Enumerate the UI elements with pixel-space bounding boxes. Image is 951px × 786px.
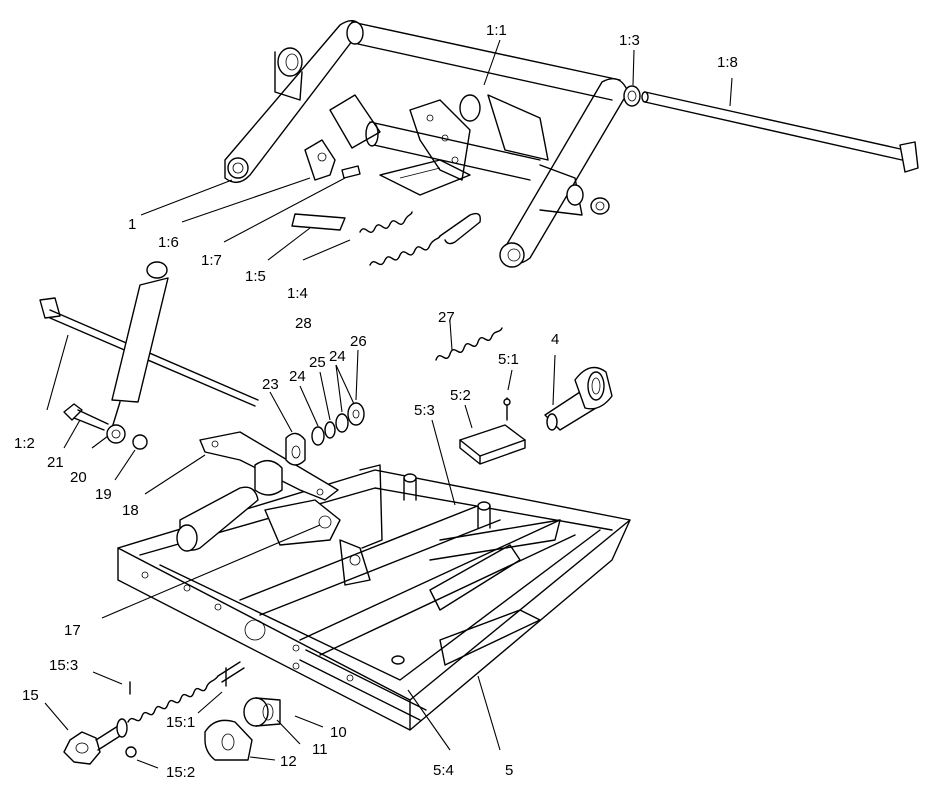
label-21: 21 <box>47 454 64 471</box>
ring-19 <box>132 434 148 450</box>
label-19: 19 <box>95 486 112 503</box>
washers-23-26 <box>285 402 365 466</box>
label-23: 23 <box>262 376 279 393</box>
label-5-2: 5:2 <box>450 387 471 404</box>
label-5-1: 5:1 <box>498 351 519 368</box>
part-labels: 1 1:1 1:2 1:3 1:4 1:5 1:6 1:7 1:8 4 5 5:… <box>14 22 738 781</box>
label-5-3: 5:3 <box>414 402 435 419</box>
label-4: 4 <box>551 331 559 348</box>
label-20: 20 <box>70 469 87 486</box>
label-24b: 24 <box>329 348 346 365</box>
label-1-4: 1:4 <box>287 285 308 302</box>
label-25: 25 <box>309 354 326 371</box>
clamp-10-12 <box>204 697 281 761</box>
label-27: 27 <box>438 309 455 326</box>
label-28: 28 <box>295 315 312 332</box>
label-1-7: 1:7 <box>201 252 222 269</box>
label-26: 26 <box>350 333 367 350</box>
plate-5-2 <box>459 397 526 465</box>
knob-4 <box>544 366 613 431</box>
label-1-6: 1:6 <box>158 234 179 251</box>
label-1-8: 1:8 <box>717 54 738 71</box>
label-15-1: 15:1 <box>166 714 195 731</box>
label-5: 5 <box>505 762 513 779</box>
label-15-2: 15:2 <box>166 764 195 781</box>
label-1-5: 1:5 <box>245 268 266 285</box>
leader-lines <box>44 39 733 769</box>
label-10: 10 <box>330 724 347 741</box>
cylinder-inner <box>176 486 259 552</box>
label-1-3: 1:3 <box>619 32 640 49</box>
label-1: 1 <box>128 216 136 233</box>
spring-27 <box>435 327 503 361</box>
spring-1-4 <box>359 211 413 233</box>
gas-spring <box>106 261 169 444</box>
label-12: 12 <box>280 753 297 770</box>
label-24a: 24 <box>289 368 306 385</box>
label-1-1: 1:1 <box>486 22 507 39</box>
bolt-21 <box>63 403 109 431</box>
lever-1-4 <box>439 212 481 245</box>
label-15: 15 <box>22 687 39 704</box>
upper-linkage-assembly <box>224 20 641 268</box>
label-5-4: 5:4 <box>433 762 454 779</box>
spring-28 <box>369 235 441 266</box>
handwheel-15 <box>63 661 245 765</box>
label-15-3: 15:3 <box>49 657 78 674</box>
rod-1-8 <box>641 91 919 173</box>
bracket-17 <box>264 464 383 586</box>
label-1-2: 1:2 <box>14 435 35 452</box>
plate-1-5 <box>291 213 346 231</box>
label-17: 17 <box>64 622 81 639</box>
rod-1-2 <box>39 297 259 407</box>
label-18: 18 <box>122 502 139 519</box>
label-11: 11 <box>312 741 328 758</box>
slider-18 <box>199 431 339 501</box>
